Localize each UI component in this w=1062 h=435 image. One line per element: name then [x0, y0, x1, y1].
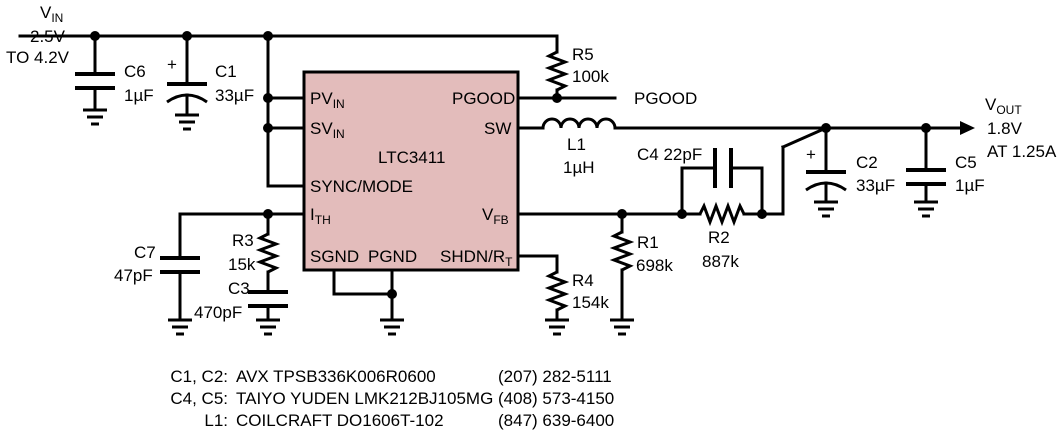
r3-ref: R3 — [232, 231, 254, 250]
r1-value: 698k — [636, 256, 673, 275]
vout-current: AT 1.25A — [987, 142, 1057, 161]
pin-shdn-rt: SHDN/RT — [440, 247, 513, 269]
ic-body — [302, 70, 520, 272]
pgood-output-label: PGOOD — [634, 89, 697, 108]
r1-ref: R1 — [637, 233, 659, 252]
note-refs: C1, C2: — [170, 367, 228, 386]
r4-value: 154k — [572, 293, 609, 312]
c1-value: 33µF — [215, 86, 254, 105]
r3-value: 15k — [228, 255, 256, 274]
vin-rail — [18, 31, 559, 41]
capacitor-c6 — [75, 34, 115, 112]
vin-range-1: 2.5V — [30, 27, 66, 46]
r5-ref: R5 — [572, 45, 594, 64]
feedback-top-wire — [762, 126, 828, 216]
pin-sw: SW — [484, 119, 511, 138]
capacitor-c2: + — [805, 126, 847, 204]
ground-symbol — [610, 318, 634, 336]
ground-symbol — [83, 108, 107, 126]
c5-value: 1µF — [955, 176, 985, 195]
note-phone: (847) 639-6400 — [498, 411, 614, 430]
resistor-r4 — [516, 254, 570, 322]
note-refs: C4, C5: — [170, 389, 228, 408]
resistor-r3 — [255, 212, 281, 292]
c5-ref: C5 — [955, 153, 977, 172]
note-phone: (408) 573-4150 — [498, 389, 614, 408]
vin-to-ic-wires — [263, 34, 306, 188]
r2-value: 887k — [702, 252, 739, 271]
capacitor-c4 — [680, 148, 764, 216]
pgood-wire — [516, 93, 617, 103]
c6-value: 1µF — [124, 86, 154, 105]
c7-ref: C7 — [134, 243, 156, 262]
note-phone: (207) 282-5111 — [498, 367, 612, 386]
vout-value: 1.8V — [987, 119, 1023, 138]
svg-text:+: + — [806, 145, 816, 164]
capacitor-c3 — [248, 290, 288, 322]
ground-symbol — [175, 113, 199, 131]
c4-label: C4 22pF — [637, 145, 702, 164]
ground-symbol — [914, 200, 938, 218]
ground-symbol — [545, 318, 569, 336]
pin-vfb: VFB — [482, 205, 509, 227]
capacitor-c5 — [906, 126, 946, 204]
ground-symbol — [256, 318, 280, 336]
ith-wire — [178, 209, 306, 219]
ground-symbol — [168, 318, 192, 336]
r4-ref: R4 — [572, 271, 594, 290]
vin-label: VIN — [40, 3, 63, 25]
capacitor-c1: + — [166, 34, 208, 117]
resistor-r5 — [544, 34, 570, 100]
pin-sync-mode: SYNC/MODE — [310, 177, 413, 196]
svg-text:+: + — [167, 55, 177, 74]
c1-ref: C1 — [215, 62, 237, 81]
l1-ref: L1 — [567, 135, 586, 154]
pin-ith: ITH — [310, 205, 331, 227]
c6-ref: C6 — [124, 62, 146, 81]
c3-ref: C3 — [228, 279, 250, 298]
ground-symbol — [814, 200, 838, 218]
note-part: AVX TPSB336K006R0600 — [236, 367, 436, 386]
vout-rail — [613, 121, 975, 135]
resistor-r1 — [609, 212, 635, 322]
capacitor-c7 — [160, 212, 200, 322]
ic-name: LTC3411 — [378, 148, 445, 167]
r5-value: 100k — [572, 67, 609, 86]
pin-pgood: PGOOD — [452, 89, 515, 108]
note-part: TAIYO YUDEN LMK212BJ105MG — [236, 389, 493, 408]
pin-pvin: PVIN — [310, 89, 345, 111]
component-notes: C1, C2: AVX TPSB336K006R0600 (207) 282-5… — [170, 367, 614, 430]
c2-value: 33µF — [856, 176, 895, 195]
c2-ref: C2 — [856, 153, 878, 172]
inductor-l1 — [541, 117, 617, 129]
note-refs: L1: — [204, 411, 228, 430]
c7-value: 47pF — [114, 266, 153, 285]
r2-ref: R2 — [708, 228, 730, 247]
pin-sgnd: SGND — [310, 247, 359, 266]
vout-label: VOUT — [985, 95, 1022, 117]
note-part: COILCRAFT DO1606T-102 — [236, 411, 444, 430]
resistor-r2 — [698, 201, 766, 227]
l1-value: 1µH — [563, 158, 595, 177]
c3-value: 470pF — [194, 303, 242, 322]
ic-ground-wire — [332, 268, 397, 322]
pin-pgnd: PGND — [368, 247, 417, 266]
vin-range-2: TO 4.2V — [6, 48, 70, 67]
ground-symbol — [380, 318, 404, 336]
pin-svin: SVIN — [310, 119, 345, 141]
